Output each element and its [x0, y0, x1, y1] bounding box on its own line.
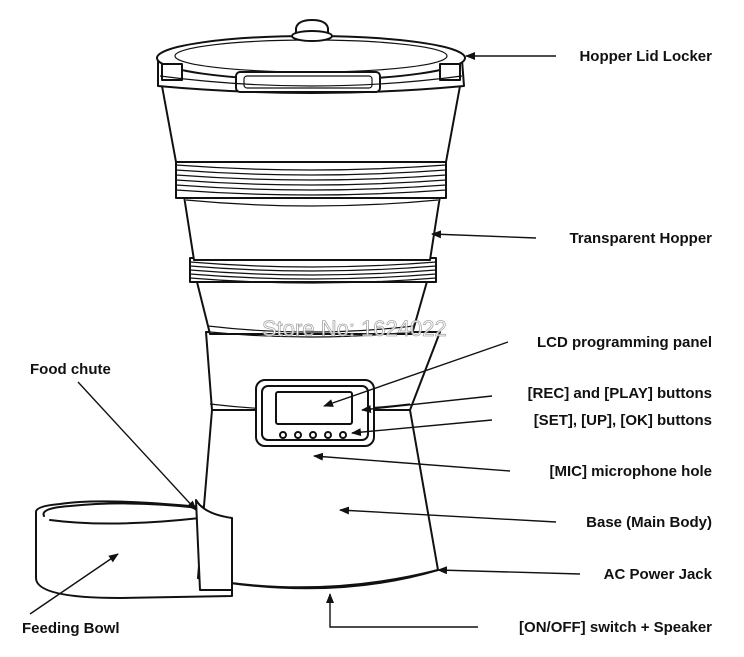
panel-button [279, 431, 287, 439]
panel-button [294, 431, 302, 439]
leader-lcd-panel [323, 341, 509, 407]
panel-button [309, 431, 317, 439]
hopper-rib-band-upper [175, 159, 447, 199]
panel-button [339, 431, 347, 439]
label-feeding-bowl: Feeding Bowl [22, 620, 120, 637]
hopper-middle-tier [183, 195, 441, 261]
leader-set-up-ok [351, 419, 493, 437]
lcd-control-panel [255, 379, 375, 447]
label-set-up-ok: [SET], [UP], [OK] buttons [534, 412, 712, 429]
label-lcd-panel: LCD programming panel [537, 334, 712, 351]
watermark-text: Store No: 1624022 [262, 316, 447, 341]
hopper-rib-band-lower [189, 257, 437, 284]
food-chute [195, 499, 233, 591]
hopper-upper-tier [161, 85, 461, 163]
leader-base [339, 506, 557, 523]
label-on-off: [ON/OFF] switch + Speaker [519, 619, 712, 636]
panel-button [324, 431, 332, 439]
leader-rec-play [361, 395, 493, 414]
leader-transparent-hopper [431, 230, 537, 239]
label-base: Base (Main Body) [586, 514, 712, 531]
label-mic-hole: [MIC] microphone hole [550, 463, 713, 480]
label-rec-play: [REC] and [PLAY] buttons [528, 385, 712, 402]
label-ac-jack: AC Power Jack [604, 566, 713, 583]
leader-feeding-bowl [29, 553, 119, 615]
label-transparent-hopper: Transparent Hopper [569, 230, 712, 247]
label-hopper-lid-locker: Hopper Lid Locker [579, 48, 712, 65]
leader-on-off [326, 593, 478, 628]
leader-lines [29, 52, 581, 628]
hopper-lid [156, 19, 466, 94]
label-food-chute: Food chute [30, 361, 111, 378]
lcd-screen [275, 391, 353, 425]
leader-mic-hole [313, 452, 511, 472]
leader-ac-jack [437, 566, 581, 575]
leader-food-chute [77, 381, 197, 511]
